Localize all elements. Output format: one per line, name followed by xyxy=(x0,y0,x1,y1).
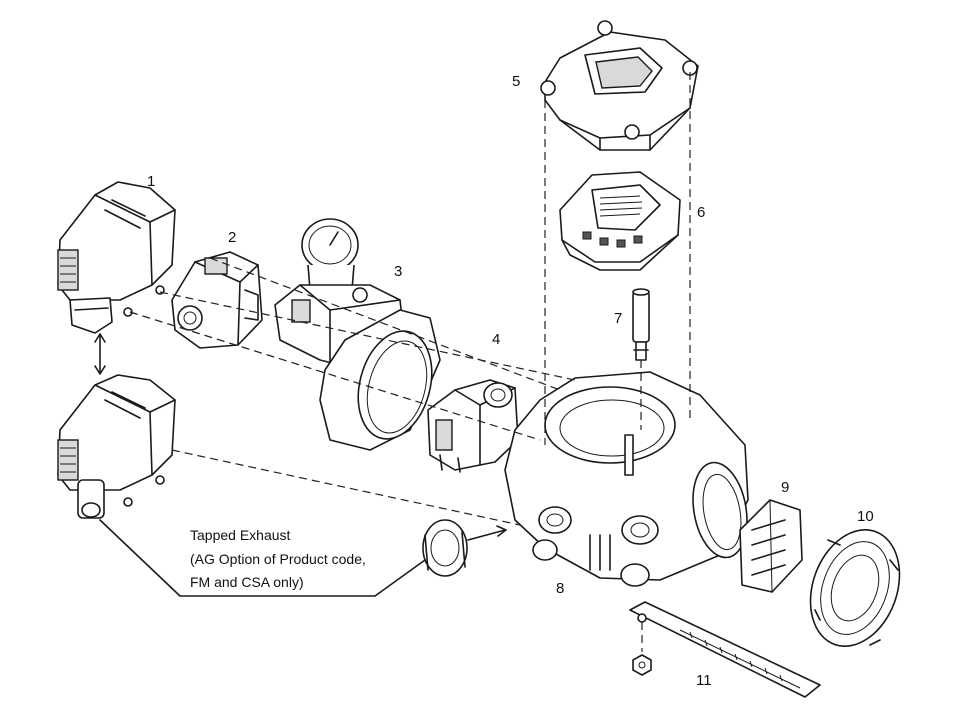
callout-10: 10 xyxy=(857,508,874,525)
callout-11: 11 xyxy=(696,672,712,689)
callout-5: 5 xyxy=(512,73,520,90)
callout-1: 1 xyxy=(147,173,155,190)
callout-9: 9 xyxy=(781,479,789,496)
part-11-lever xyxy=(629,601,821,698)
callout-4: 4 xyxy=(492,331,500,348)
note-line-1: Tapped Exhaust xyxy=(190,527,291,543)
callout-3: 3 xyxy=(394,263,402,280)
note-line-2: (AG Option of Product code, xyxy=(190,551,366,567)
assembly-lines xyxy=(129,72,691,652)
part-7-shaft xyxy=(632,288,650,361)
part-2-pilot-module xyxy=(171,251,263,349)
part-1-cover-tapped-exhaust xyxy=(57,374,176,519)
part-8-housing xyxy=(504,371,749,587)
note-line-3: FM and CSA only) xyxy=(190,574,304,590)
callout-6: 6 xyxy=(697,204,705,221)
exhaust-plug xyxy=(422,519,468,577)
part-5-lid xyxy=(540,20,699,151)
swap-arrow xyxy=(94,333,106,375)
part-1-cover xyxy=(57,181,176,334)
callout-7: 7 xyxy=(614,310,622,327)
part-6-circuit-board xyxy=(559,171,681,271)
note-leader xyxy=(99,519,507,597)
callout-8: 8 xyxy=(556,580,564,597)
part-10-ring xyxy=(809,529,901,647)
part-3-manifold xyxy=(274,218,441,451)
callout-2: 2 xyxy=(228,229,236,246)
part-9-bracket xyxy=(739,499,803,593)
part-4-valve-block xyxy=(427,379,519,473)
